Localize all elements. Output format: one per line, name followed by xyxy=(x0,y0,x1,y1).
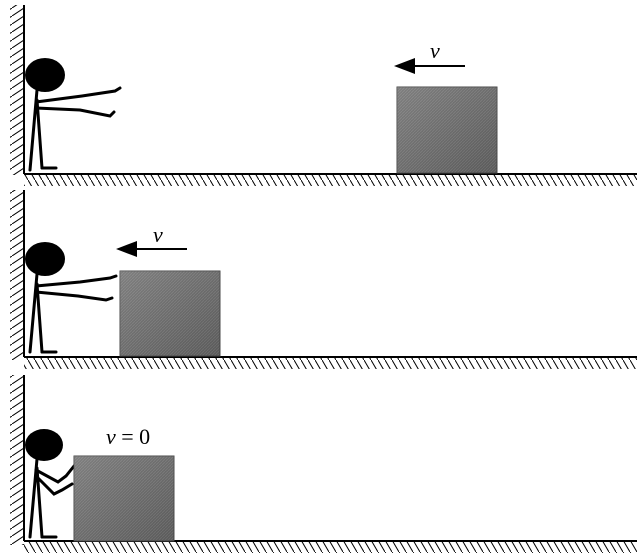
wall-hatching xyxy=(10,375,24,545)
floor-hatching xyxy=(24,174,637,186)
velocity-arrowhead xyxy=(394,58,415,74)
person-leg xyxy=(35,98,44,170)
person-head xyxy=(25,58,65,92)
box-shading xyxy=(397,87,497,173)
wall-hatching xyxy=(10,5,24,175)
velocity-label: v xyxy=(153,222,163,247)
person-arm-upper xyxy=(34,86,122,104)
floor-hatching xyxy=(24,357,637,369)
box-shading xyxy=(120,271,220,356)
floor-hatching xyxy=(24,541,637,553)
velocity-value: = 0 xyxy=(116,424,150,449)
wall-hatching xyxy=(10,190,24,360)
panel-3: v = 0 xyxy=(10,375,637,553)
person-head xyxy=(25,242,65,276)
velocity-label: v xyxy=(430,38,440,63)
person-arm-upper xyxy=(34,464,76,484)
person-figure xyxy=(25,58,122,172)
person-arm-upper xyxy=(34,274,118,288)
panel-1: v xyxy=(10,5,637,186)
person-figure xyxy=(25,242,118,354)
person-figure xyxy=(25,429,76,539)
person-arm-lower xyxy=(34,106,116,118)
velocity-zero-label: v = 0 xyxy=(106,424,150,449)
velocity-arrowhead xyxy=(116,241,137,257)
person-arm-lower xyxy=(34,290,114,302)
person-leg xyxy=(35,282,44,354)
person-head xyxy=(25,429,63,461)
panel-2: v xyxy=(10,190,637,369)
velocity-symbol: v xyxy=(106,424,116,449)
box-shading xyxy=(74,456,174,541)
person-arm-lower xyxy=(34,474,74,496)
